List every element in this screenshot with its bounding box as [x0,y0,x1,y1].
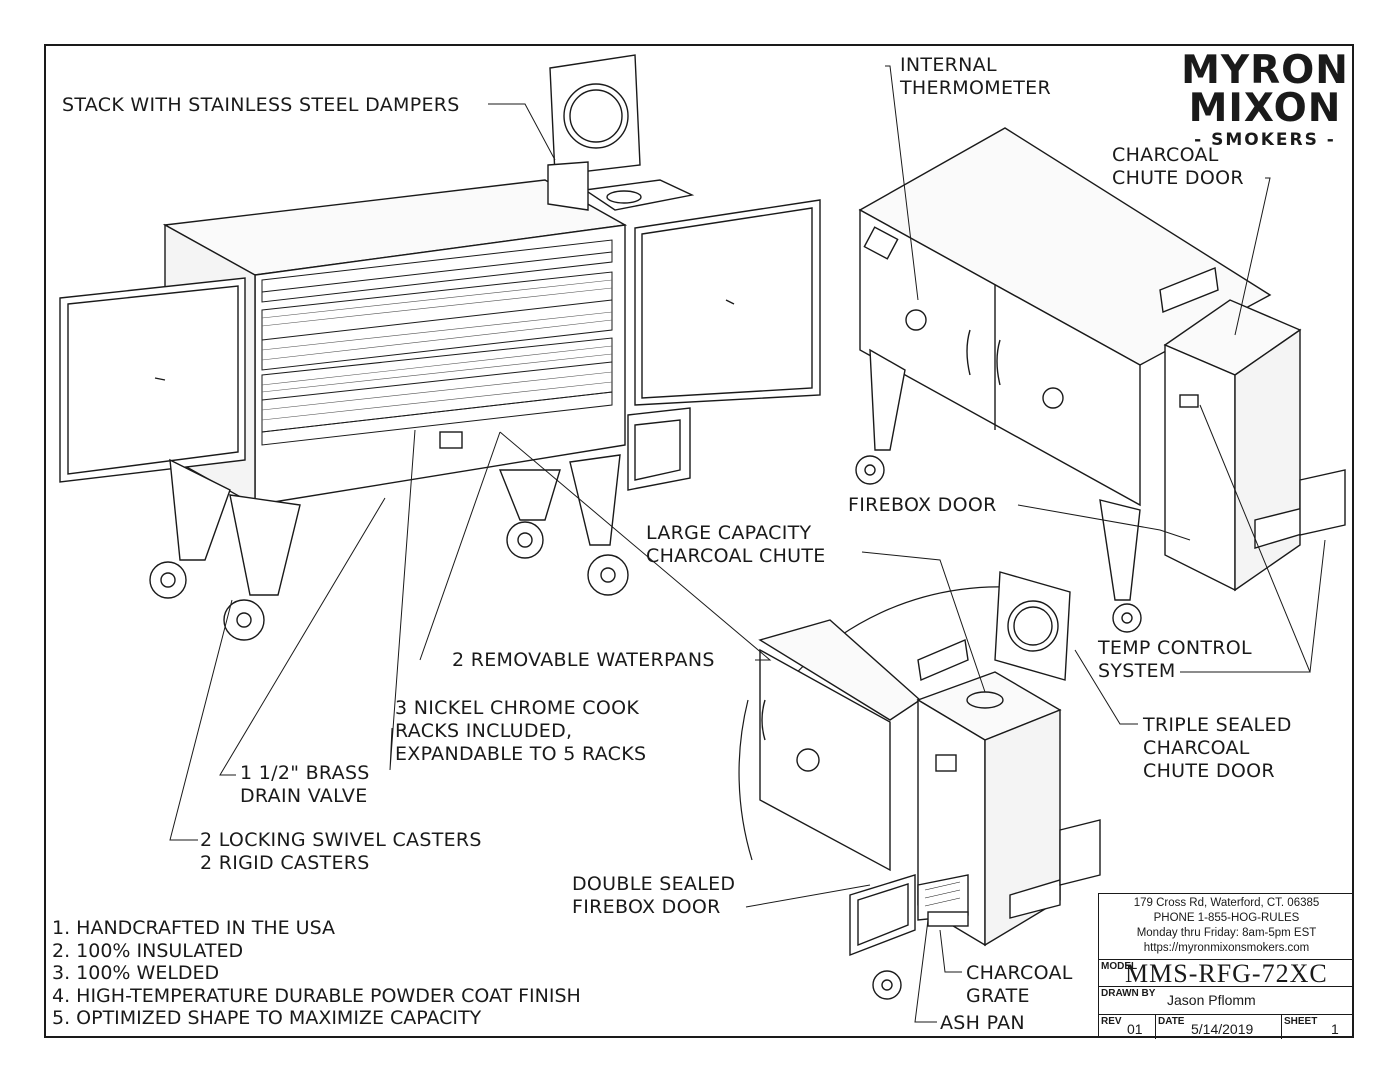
callout-large-chute-line2: CHARCOAL CHUTE [646,545,826,567]
callout-large-chute-line1: LARGE CAPACITY [646,522,812,544]
brand-logo-line2: MIXON [1188,86,1342,131]
callout-charcoal-chute-door-line1: CHARCOAL [1112,144,1219,166]
callout-racks-line1: 3 NICKEL CHROME COOK [395,697,640,719]
contact-hours: Monday thru Friday: 8am-5pm EST [1136,927,1317,939]
callout-triple-sealed-line2: CHARCOAL [1143,737,1250,759]
callout-charcoal-grate-line2: GRATE [966,985,1030,1007]
feature-item: 4. HIGH-TEMPERATURE DURABLE POWDER COAT … [52,984,581,1007]
sheet-value: 1 [1331,1021,1339,1037]
feature-item: 1. HANDCRAFTED IN THE USA [52,917,335,939]
cell-divider [1155,1015,1156,1039]
rear-view-smoker-drawing [855,127,1346,633]
detail-smoker-drawing [738,571,1101,1000]
callout-racks-line3: EXPANDABLE TO 5 RACKS [395,743,647,765]
cell-divider [1281,1015,1282,1039]
feature-item: 5. OPTIMIZED SHAPE TO MAXIMIZE CAPACITY [52,1007,482,1029]
model-row: MODEL MMS-RFG-72XC [1098,959,1354,988]
callout-firebox-door: FIREBOX DOOR [848,494,997,516]
callout-charcoal-chute-door-line2: CHUTE DOOR [1112,167,1244,189]
drawn-by-row: DRAWN BY Jason Pflomm [1098,986,1354,1014]
feature-item: 3. 100% WELDED [52,962,220,984]
model-caption: MODEL [1101,961,1138,972]
callout-double-sealed-line1: DOUBLE SEALED [572,873,736,895]
contact-address: 179 Cross Rd, Waterford, CT. 06385 [1133,897,1320,909]
callout-drain-valve-line1: 1 1/2" BRASS [240,762,370,784]
rev-caption: REV [1101,1016,1122,1027]
callout-charcoal-grate-line1: CHARCOAL [966,962,1073,984]
date-caption: DATE [1158,1016,1185,1027]
title-block: 179 Cross Rd, Waterford, CT. 06385 PHONE… [1098,893,1354,1039]
rev-value: 01 [1127,1021,1143,1037]
callout-triple-sealed-line3: CHUTE DOOR [1143,760,1275,782]
feature-item: 2. 100% INSULATED [52,939,244,962]
drawn-by-caption: DRAWN BY [1101,988,1156,999]
brand-logo-line1: MYRON [1181,48,1349,93]
callout-temp-control-line2: SYSTEM [1098,660,1176,682]
callout-triple-sealed-line1: TRIPLE SEALED [1143,714,1292,736]
callout-ash-pan: ASH PAN [940,1012,1025,1034]
main-smoker-drawing [59,54,821,641]
date-value: 5/14/2019 [1191,1021,1254,1037]
callout-internal-thermometer-line2: THERMOMETER [900,77,1051,99]
revision-row: REV 01 DATE 5/14/2019 SHEET 1 [1098,1014,1354,1039]
contact-url: https://myronmixonsmokers.com [1143,942,1310,954]
callout-casters-line1: 2 LOCKING SWIVEL CASTERS [200,829,482,851]
callout-racks-line2: RACKS INCLUDED, [395,720,573,742]
callout-internal-thermometer-line1: INTERNAL [900,54,997,76]
callout-stack-dampers: STACK WITH STAINLESS STEEL DAMPERS [62,94,460,116]
contact-phone: PHONE 1-855-HOG-RULES [1153,912,1300,924]
callout-double-sealed-line2: FIREBOX DOOR [572,896,721,918]
brand-logo-tagline: - SMOKERS - [1194,130,1336,150]
contact-info: 179 Cross Rd, Waterford, CT. 06385 PHONE… [1098,893,1354,959]
callout-leader-lines [169,65,1326,1023]
callout-casters-line2: 2 RIGID CASTERS [200,852,370,874]
drawn-by-name: Jason Pflomm [1167,992,1256,1008]
sheet-caption: SHEET [1284,1016,1318,1027]
callout-waterpans: 2 REMOVABLE WATERPANS [452,649,715,671]
brand-logo: MYRON MIXON - SMOKERS - [1180,48,1350,150]
drawing-border [44,44,1354,1038]
model-number: MMS-RFG-72XC [1125,959,1328,988]
callout-drain-valve-line2: DRAIN VALVE [240,785,368,807]
feature-list: 1. HANDCRAFTED IN THE USA 2. 100% INSULA… [52,917,581,1030]
callout-temp-control-line1: TEMP CONTROL [1098,637,1252,659]
